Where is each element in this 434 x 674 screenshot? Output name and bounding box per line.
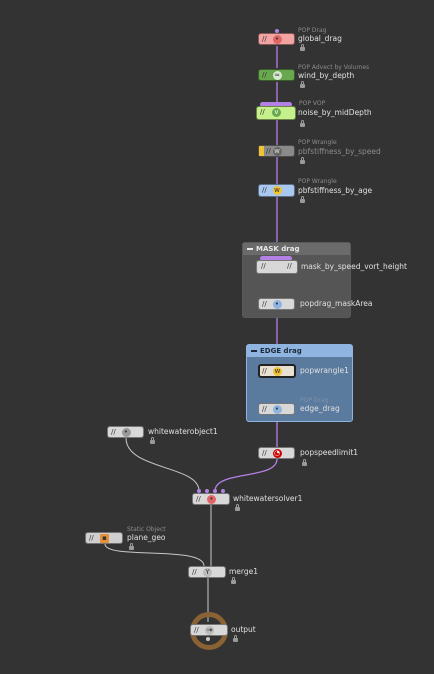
node-name-label: plane_geo <box>127 533 166 542</box>
node-merge1[interactable]: // Y <box>188 566 226 578</box>
node-name-label: popspeedlimit1 <box>300 448 359 457</box>
node-noise-by-middepth-top <box>260 102 292 107</box>
node-popspeedlimit1[interactable]: // ◔ <box>258 447 295 459</box>
bypass-flag-icon[interactable]: // <box>196 495 201 503</box>
collapse-icon[interactable] <box>251 350 257 352</box>
node-type-label: POP Wrangle <box>298 178 337 185</box>
node-edge-drag[interactable]: // • <box>258 403 295 415</box>
node-whitewatersolver1[interactable]: // • <box>192 493 230 505</box>
node-type-label: POP Drag <box>298 27 327 34</box>
merge-icon: Y <box>203 568 212 577</box>
node-name-label: wind_by_depth <box>298 71 355 80</box>
drag-icon: • <box>272 405 282 414</box>
node-whitewaterobject1[interactable]: // • <box>107 426 144 438</box>
node-type-label: Static Object <box>127 526 166 533</box>
wire <box>125 437 200 492</box>
drag-icon: • <box>272 300 282 309</box>
network-box-title: MASK drag <box>256 245 300 253</box>
node-pbfstiffness-by-age[interactable]: // w <box>258 184 295 197</box>
lock-icon <box>300 196 305 203</box>
node-name-label: pbfstiffness_by_age <box>298 186 373 195</box>
node-type-label: POP Drag <box>300 397 329 404</box>
node-global-drag[interactable]: // • <box>258 33 295 45</box>
node-name-label: noise_by_midDepth <box>298 108 372 117</box>
lock-icon <box>233 635 238 642</box>
vop-icon: v <box>272 108 281 117</box>
input-port[interactable] <box>213 489 217 493</box>
bypass-flag-icon[interactable]: // <box>262 449 267 457</box>
bypass-flag-icon[interactable]: // <box>262 186 267 194</box>
node-name-label: mask_by_speed_vort_height <box>301 262 407 271</box>
lock-icon <box>129 543 134 550</box>
lock-icon <box>300 81 305 88</box>
drag-icon: • <box>272 35 282 44</box>
node-popwrangle1[interactable]: // w <box>258 364 296 378</box>
bypass-flag-icon[interactable]: // <box>261 262 266 270</box>
solver-icon: • <box>207 495 216 504</box>
node-output[interactable]: // ⇥ <box>190 624 228 636</box>
node-name-label: popwrangle1 <box>300 366 349 375</box>
lock-icon <box>231 577 236 584</box>
bypass-flag[interactable] <box>259 146 264 156</box>
bypass-flag-icon[interactable]: // <box>262 35 267 43</box>
input-port[interactable] <box>197 489 201 493</box>
lock-icon <box>150 437 155 444</box>
output-port[interactable] <box>206 637 210 641</box>
static-object-icon: ▪ <box>100 534 109 543</box>
wire <box>214 458 278 492</box>
node-popdrag-maskarea[interactable]: // • <box>258 298 295 310</box>
node-type-label: POP Advect by Volumes <box>298 64 370 71</box>
node-noise-by-middepth[interactable]: // v <box>256 106 296 120</box>
node-name-label: whitewaterobject1 <box>148 427 218 436</box>
node-type-label: POP VOP <box>299 100 326 107</box>
node-plane-geo[interactable]: // ▪ <box>85 532 123 544</box>
input-port[interactable] <box>221 489 225 493</box>
collapse-icon[interactable] <box>247 248 253 250</box>
input-port[interactable] <box>275 29 279 33</box>
node-pbfstiffness-by-speed[interactable]: // w <box>258 145 295 157</box>
bypass-flag-icon[interactable]: // <box>89 534 94 542</box>
node-type-label: POP Wrangle <box>298 139 337 146</box>
bypass-flag-icon[interactable]: // <box>287 262 292 270</box>
wire <box>104 543 205 567</box>
bypass-flag-icon[interactable]: // <box>262 405 267 413</box>
bypass-flag-icon[interactable]: // <box>194 626 199 634</box>
wind-icon: ≈ <box>272 71 282 80</box>
network-box-title-bar[interactable]: EDGE drag <box>247 345 352 357</box>
lock-icon <box>235 504 240 511</box>
node-name-label: global_drag <box>298 34 342 43</box>
object-icon: • <box>121 428 131 437</box>
node-name-label: popdrag_maskArea <box>300 299 373 308</box>
node-name-label: whitewatersolver1 <box>233 494 303 503</box>
lock-icon <box>300 120 305 127</box>
wrangle-icon: w <box>272 186 282 195</box>
node-name-label: merge1 <box>229 567 259 576</box>
bypass-flag-icon[interactable]: // <box>260 108 265 116</box>
lock-icon <box>302 459 307 466</box>
lock-icon <box>300 157 305 164</box>
wrangle-icon: w <box>272 147 282 156</box>
node-wind-by-depth[interactable]: // ≈ <box>258 69 295 81</box>
bypass-flag-icon[interactable]: // <box>262 367 267 375</box>
bypass-flag-icon[interactable]: // <box>266 147 271 155</box>
network-box-title-bar[interactable]: MASK drag <box>243 243 350 255</box>
speedometer-icon: ◔ <box>272 449 282 458</box>
lock-icon <box>300 44 305 51</box>
node-name-label: pbfstiffness_by_speed <box>298 147 381 156</box>
output-icon: ⇥ <box>205 626 214 635</box>
node-name-label: output <box>231 625 256 634</box>
bypass-flag-icon[interactable]: // <box>262 300 267 308</box>
bypass-flag-icon[interactable]: // <box>192 568 197 576</box>
network-box-title: EDGE drag <box>260 347 302 355</box>
node-mask-by-speed-vort-height[interactable]: // // <box>256 260 298 274</box>
bypass-flag-icon[interactable]: // <box>111 428 116 436</box>
node-name-label: edge_drag <box>300 404 340 413</box>
node-mask-by-speed-vort-height-top <box>260 256 292 261</box>
wrangle-icon: w <box>273 367 282 376</box>
input-port[interactable] <box>205 489 209 493</box>
bypass-flag-icon[interactable]: // <box>262 71 267 79</box>
